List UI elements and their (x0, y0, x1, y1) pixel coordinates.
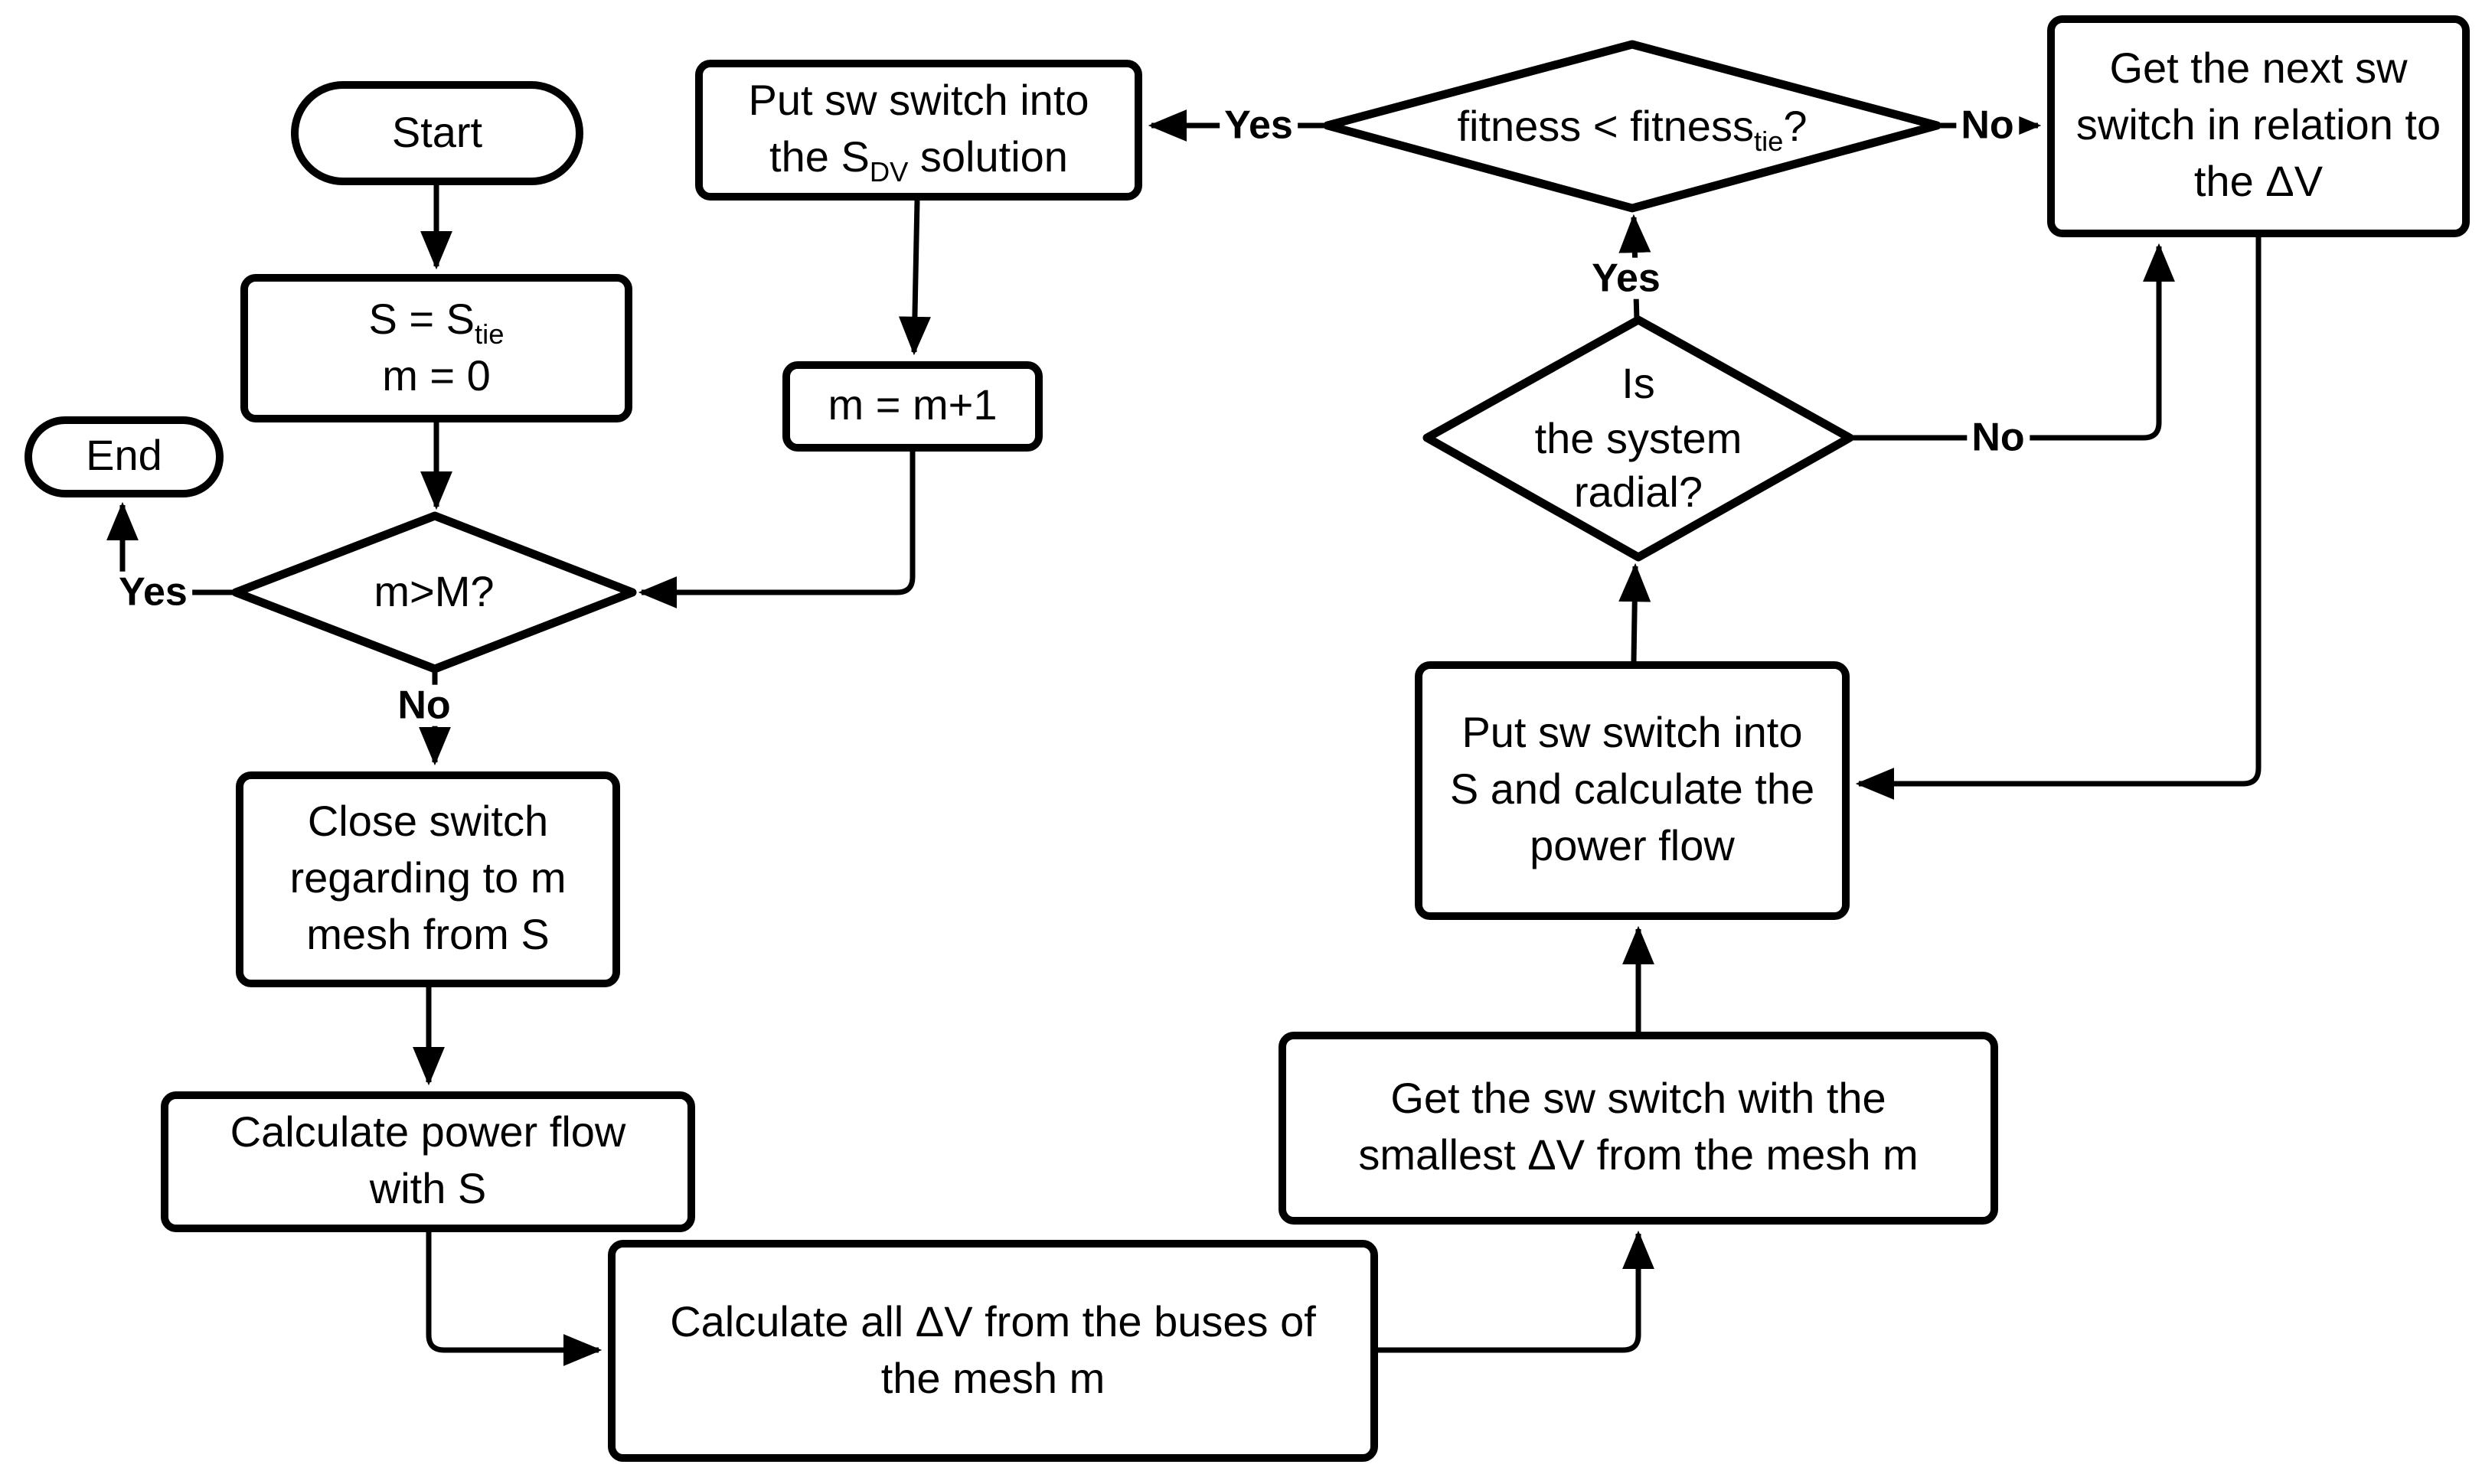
put-sw-sdv-line1: Put sw switch into (748, 77, 1089, 125)
end-label: End (86, 432, 162, 480)
edge-get-next-to-put-sw-s (1855, 237, 2262, 800)
node-calc-delta-v: Calculate all ΔV from the buses of the m… (608, 1240, 1378, 1462)
put-sw-s-label: Put sw switch into S and calculate the p… (1449, 709, 1815, 869)
node-init: S = Stie m = 0 (240, 274, 632, 422)
node-end: End (24, 416, 224, 497)
init-line1-subscript: tie (475, 318, 505, 350)
get-next-label: Get the next sw switch in relation to th… (2075, 44, 2441, 205)
node-get-smallest: Get the sw switch with the smallest ΔV f… (1279, 1032, 1998, 1225)
edge-calc-power-flow-to-calc-delta-v (426, 1232, 603, 1366)
fitness-check-yes-label: Yes (1220, 103, 1298, 147)
calc-delta-v-label: Calculate all ΔV from the buses of the m… (670, 1297, 1316, 1401)
node-get-next: Get the next sw switch in relation to th… (2047, 15, 2470, 237)
put-sw-sdv-line2: the SDV solution (769, 133, 1068, 188)
calc-power-flow-label: Calculate power flow with S (230, 1108, 626, 1212)
loop-check-label: m>M? (374, 568, 495, 616)
loop-check-no-label: No (393, 683, 456, 727)
init-line2: m = 0 (382, 351, 491, 399)
put-sw-sdv-subscript: DV (869, 157, 909, 188)
fitness-check-diamond (1323, 40, 1942, 213)
node-increment: m = m+1 (782, 361, 1043, 452)
node-put-sw-s: Put sw switch into S and calculate the p… (1415, 661, 1850, 920)
start-label: Start (391, 108, 483, 156)
radial-check-no-label: No (1967, 416, 2030, 459)
radial-check-diamond (1422, 315, 1854, 562)
edge-radial-check-no-to-get-next (1850, 243, 2175, 441)
init-line1: S = Stie (368, 295, 505, 350)
fitness-check-no-label: No (1956, 103, 2019, 147)
radial-check-yes-label: Yes (1587, 256, 1665, 300)
node-start: Start (291, 81, 583, 185)
radial-check-label: Is the system radial? (1534, 359, 1742, 517)
edge-put-sw-sdv-to-increment (898, 200, 931, 356)
node-calc-power-flow: Calculate power flow with S (161, 1091, 695, 1232)
fitness-check-subscript: tie (1753, 126, 1784, 157)
loop-check-diamond (231, 511, 637, 674)
fitness-check-label: fitness < fitnesstie? (1457, 102, 1808, 157)
increment-label: m = m+1 (828, 381, 998, 429)
edge-calc-delta-v-to-get-smallest (1378, 1230, 1654, 1353)
node-put-sw-sdv: Put sw switch into the SDV solution (695, 60, 1142, 201)
close-switch-label: Close switch regarding to m mesh from S (289, 797, 567, 958)
loop-check-yes-label: Yes (114, 570, 192, 614)
edge-put-sw-s-to-radial-check (1618, 563, 1651, 662)
get-smallest-label: Get the sw switch with the smallest ΔV f… (1358, 1075, 1919, 1179)
node-close-switch: Close switch regarding to m mesh from S (236, 771, 620, 987)
edge-increment-to-loop-check (638, 452, 916, 608)
